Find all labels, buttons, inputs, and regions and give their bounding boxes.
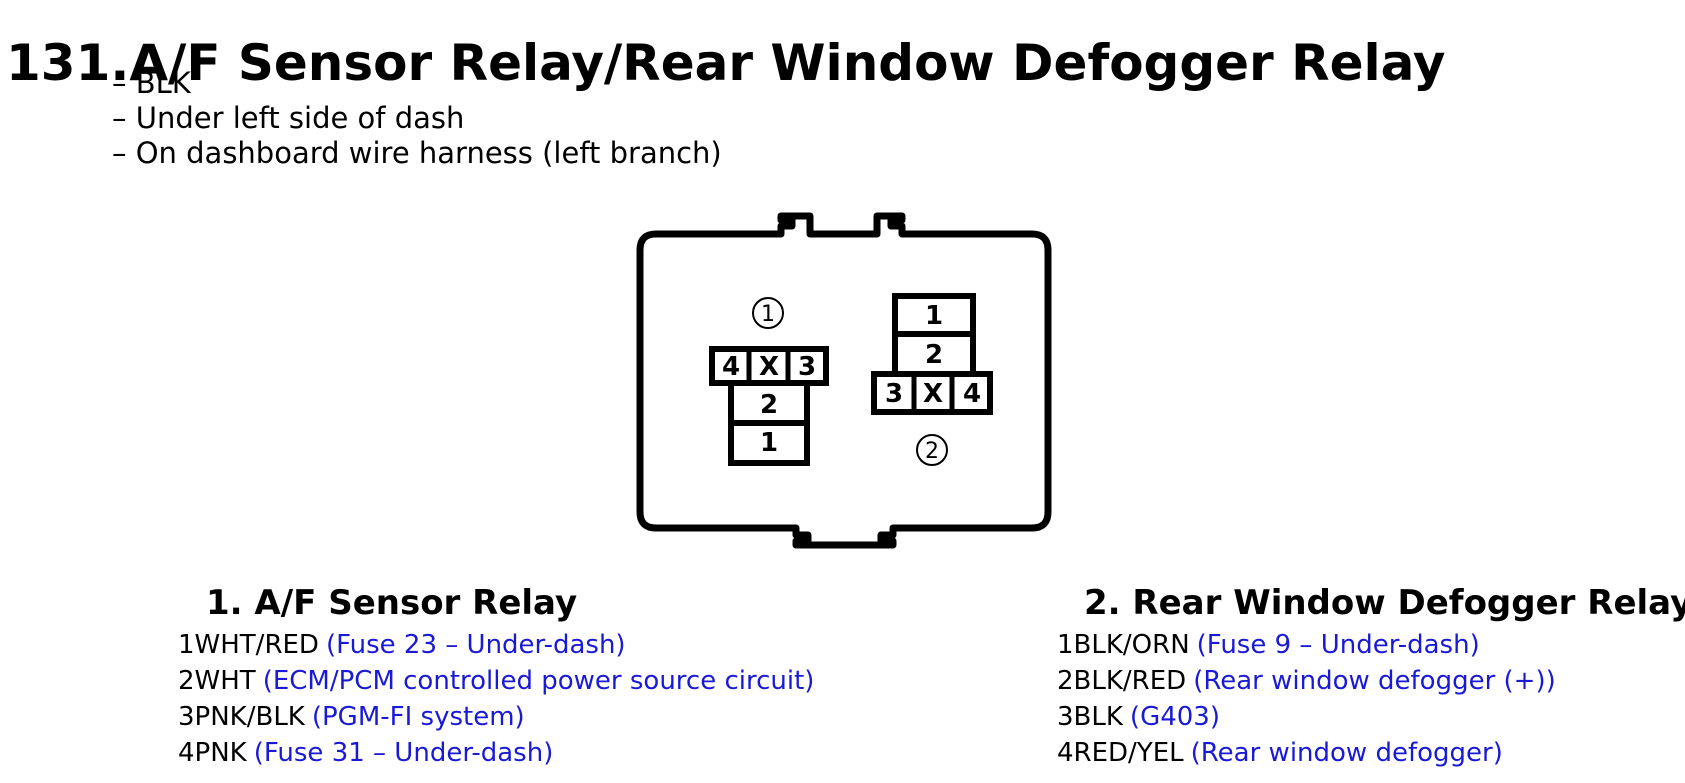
section-af-sensor-relay: 1. A/F Sensor Relay 1WHT/RED(Fuse 23 – U… xyxy=(178,579,814,771)
pin-row: 4PNK(Fuse 31 – Under-dash) xyxy=(178,735,814,771)
section-rear-window-defogger-relay: 2. Rear Window Defogger Relay 1BLK/ORN(F… xyxy=(1057,579,1685,771)
pin-description: (PGM-FI system) xyxy=(311,702,525,732)
note-harness: – On dashboard wire harness (left branch… xyxy=(112,136,722,170)
pin-code: 3BLK xyxy=(1057,702,1123,732)
pin-description: (Fuse 9 – Under-dash) xyxy=(1196,630,1480,660)
note-location: – Under left side of dash xyxy=(112,101,465,135)
connector-1-pin-1: 1 xyxy=(760,428,778,458)
pin-description: (G403) xyxy=(1129,702,1220,732)
connector-2-pin-1: 1 xyxy=(925,301,943,331)
connector-1-marker-circle xyxy=(752,297,784,329)
pin-description: (Rear window defogger (+)) xyxy=(1193,666,1556,696)
connector-2-bottom-row xyxy=(871,371,993,415)
connector-2: 1 2 3 X 4 2 xyxy=(871,293,993,466)
connector-1-marker: 1 xyxy=(761,302,775,327)
connector-1-pin-4: 4 xyxy=(722,352,740,382)
connector-1-pin-3: 3 xyxy=(798,352,816,382)
pin-code: 3PNK/BLK xyxy=(178,702,305,732)
page-title: 131.A/F Sensor Relay/Rear Window Defogge… xyxy=(6,33,1446,92)
pin-code: 1BLK/ORN xyxy=(1057,630,1190,660)
pin-row: 4RED/YEL(Rear window defogger) xyxy=(1057,735,1685,771)
connector-2-pin-3: 3 xyxy=(885,379,903,409)
pin-code: 4PNK xyxy=(178,738,247,768)
note-color: – BLK xyxy=(112,66,191,100)
connector-1-pin-1-cell xyxy=(728,420,810,466)
connector-2-pin-x: X xyxy=(923,379,943,409)
connector-1-pin-x: X xyxy=(759,352,779,382)
pin-code: 2BLK/RED xyxy=(1057,666,1187,696)
pin-row: 1BLK/ORN(Fuse 9 – Under-dash) xyxy=(1057,627,1685,663)
pin-list-af-sensor-relay: 1WHT/RED(Fuse 23 – Under-dash) 2WHT(ECM/… xyxy=(178,627,814,771)
connector-housing xyxy=(636,212,1052,549)
connector-2-pin-4: 4 xyxy=(963,379,981,409)
pin-row: 1WHT/RED(Fuse 23 – Under-dash) xyxy=(178,627,814,663)
pin-row: 2BLK/RED(Rear window defogger (+)) xyxy=(1057,663,1685,699)
pin-code: 4RED/YEL xyxy=(1057,738,1184,768)
pin-row: 3PNK/BLK(PGM-FI system) xyxy=(178,699,814,735)
relay-notes: – BLK – Under left side of dash – On das… xyxy=(112,66,722,171)
pin-description: (Fuse 31 – Under-dash) xyxy=(253,738,554,768)
section-title-af-sensor-relay: 1. A/F Sensor Relay xyxy=(206,583,578,623)
pin-description: (Fuse 23 – Under-dash) xyxy=(325,630,626,660)
connector-2-pin-2: 2 xyxy=(925,340,943,370)
pin-list-rear-window-defogger-relay: 1BLK/ORN(Fuse 9 – Under-dash) 2BLK/RED(R… xyxy=(1057,627,1685,771)
connector-2-marker: 2 xyxy=(925,439,939,464)
pin-row: 3BLK(G403) xyxy=(1057,699,1685,735)
connector-1-pin-2: 2 xyxy=(760,390,778,420)
connector-2-marker-circle xyxy=(916,434,948,466)
connector-1: 1 4 X 3 2 1 xyxy=(709,297,829,466)
pin-description: (Rear window defogger) xyxy=(1190,738,1503,768)
pin-description: (ECM/PCM controlled power source circuit… xyxy=(262,666,815,696)
pin-code: 2WHT xyxy=(178,666,256,696)
pin-code: 1WHT/RED xyxy=(178,630,319,660)
pin-row: 2WHT(ECM/PCM controlled power source cir… xyxy=(178,663,814,699)
section-title-rear-window-defogger-relay: 2. Rear Window Defogger Relay xyxy=(1084,583,1685,623)
